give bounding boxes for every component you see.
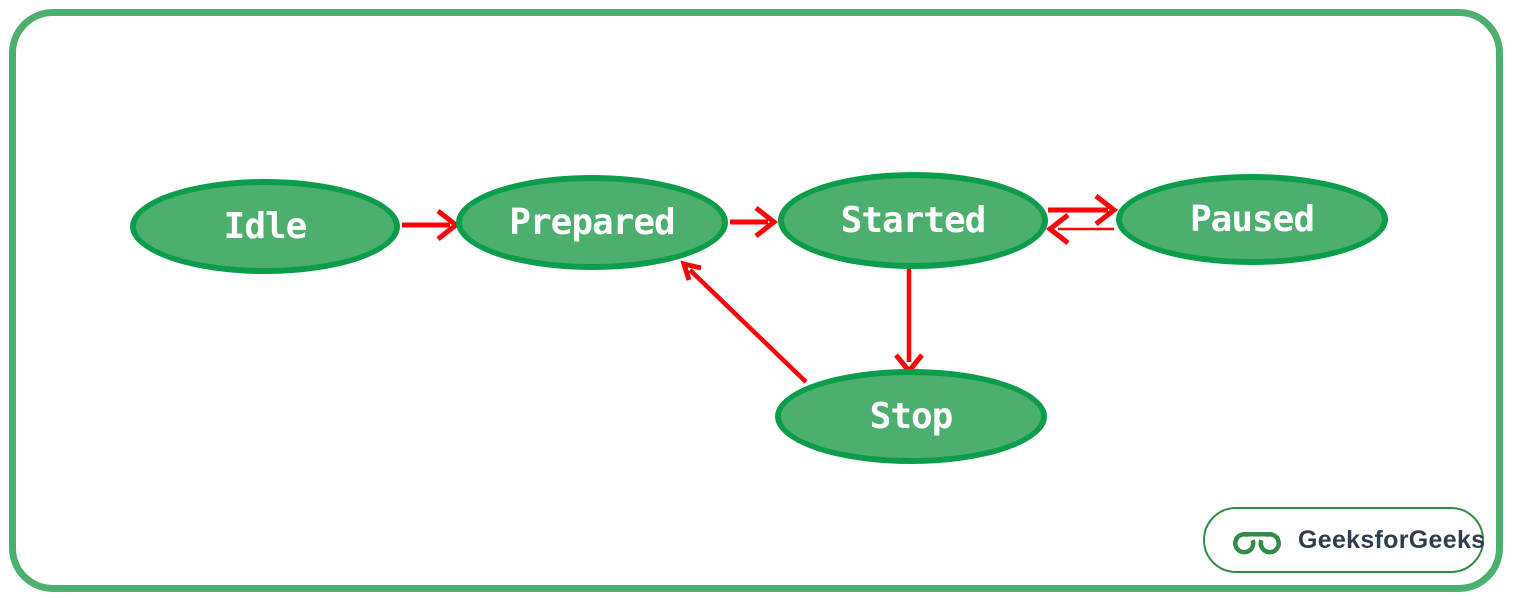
state-label-paused: Paused [1189,199,1315,240]
state-node-started: Started [778,172,1048,269]
state-label-idle: Idle [223,206,308,247]
outer-frame-border [9,9,1503,592]
state-label-prepared: Prepared [509,202,675,243]
state-node-idle: Idle [130,179,400,274]
state-node-stop: Stop [775,369,1047,464]
state-label-started: Started [840,200,987,241]
state-node-prepared: Prepared [456,175,728,270]
geeksforgeeks-gg-icon [1233,532,1281,555]
state-node-paused: Paused [1116,174,1388,265]
geeksforgeeks-logo-text: GeeksforGeeks [1298,525,1486,554]
geeksforgeeks-logo-badge: GeeksforGeeks [1203,507,1486,573]
state-label-stop: Stop [869,396,954,437]
